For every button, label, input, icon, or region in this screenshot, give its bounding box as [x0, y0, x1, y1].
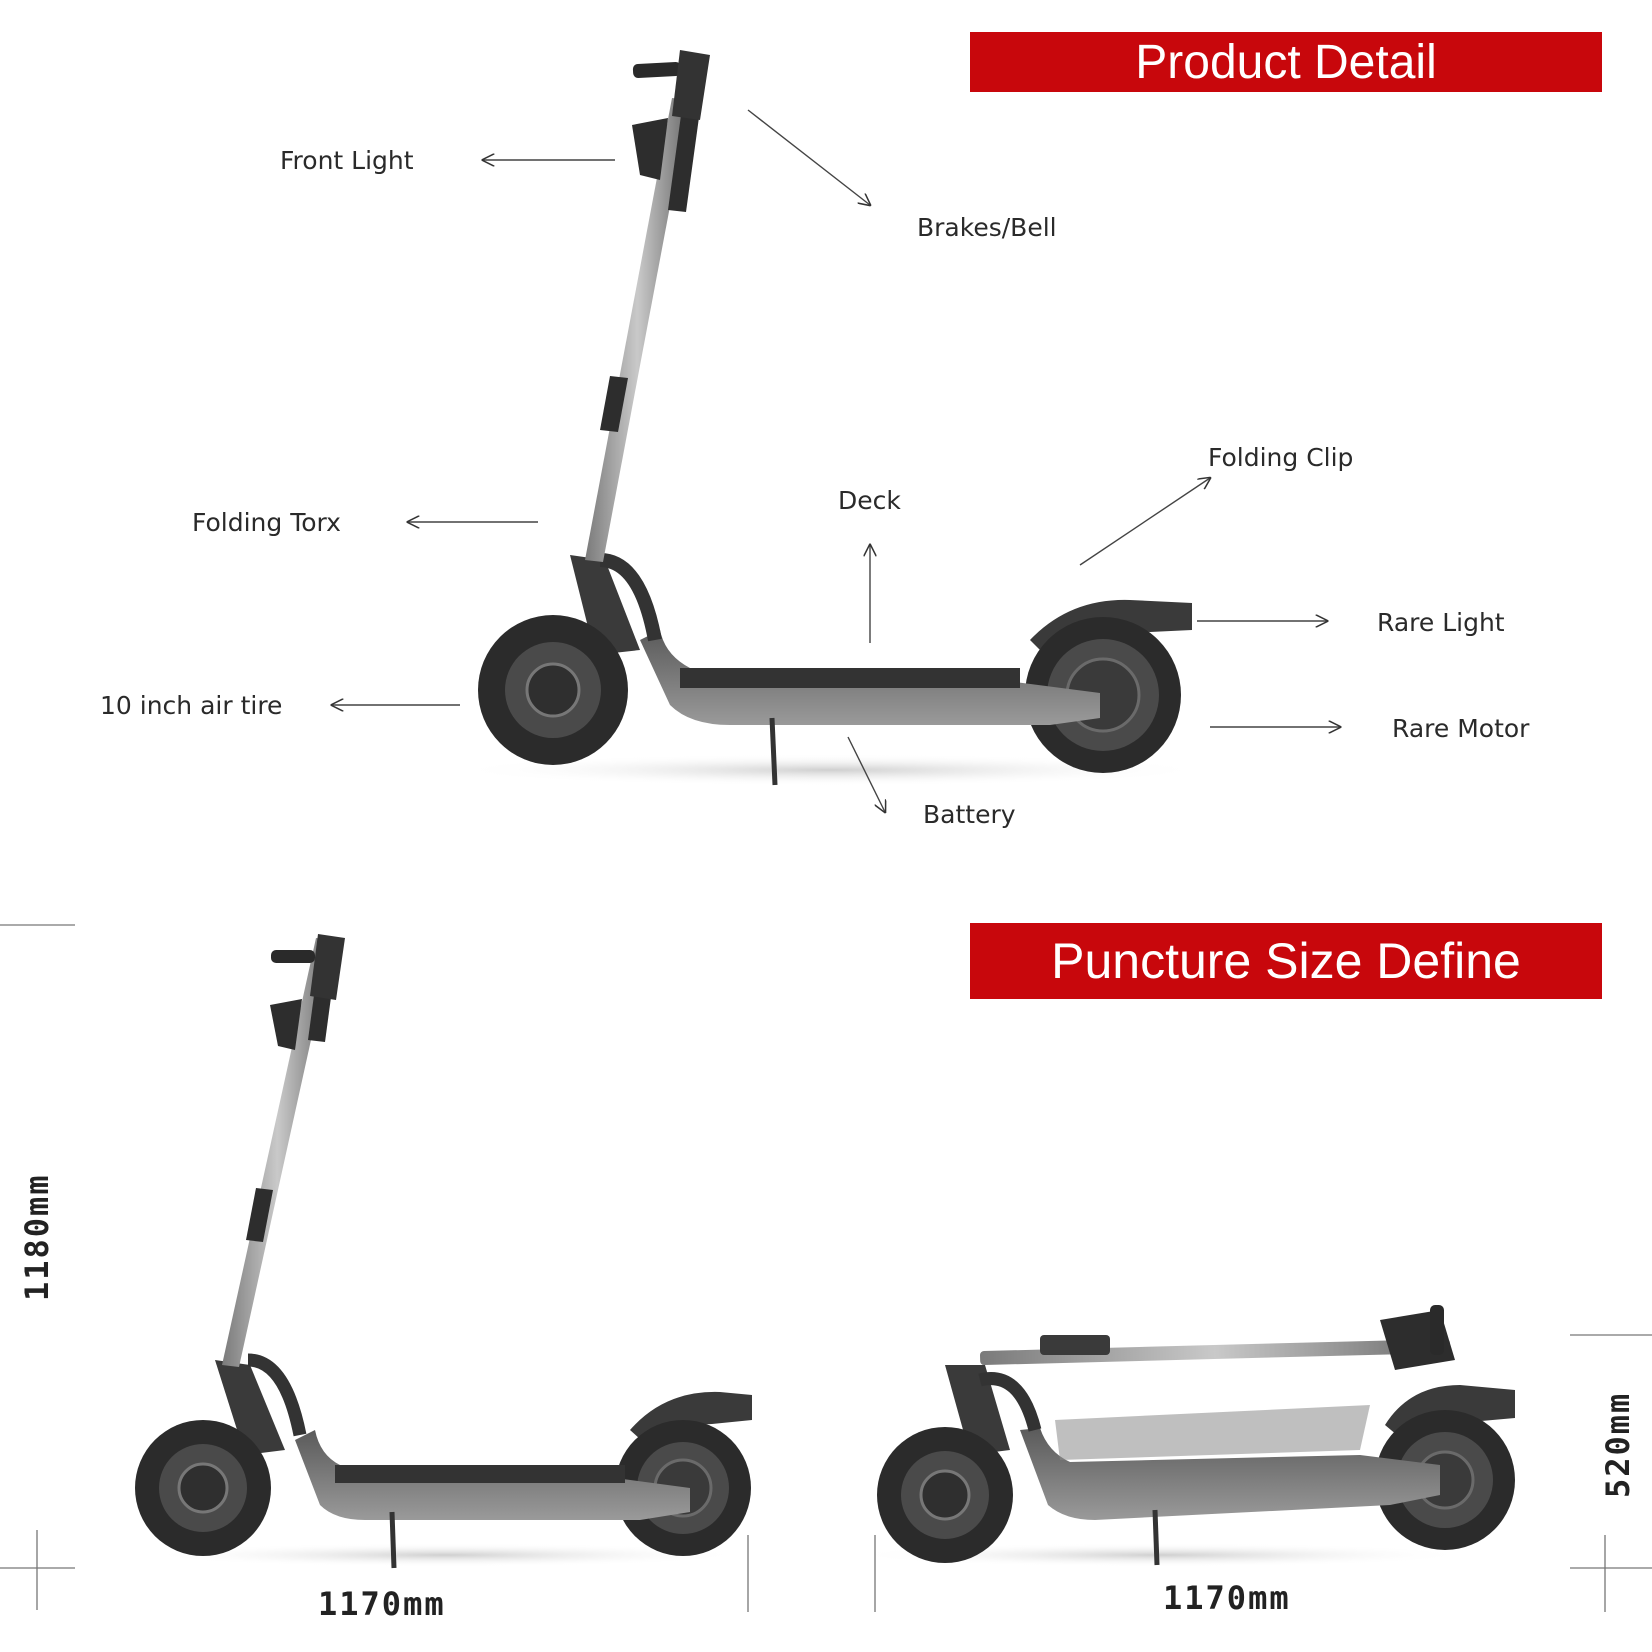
label-air-tire: 10 inch air tire [100, 691, 283, 720]
label-rare-motor: Rare Motor [1392, 714, 1530, 743]
callout-arrows [332, 109, 1340, 812]
dimension-length-folded: 1170mm [1163, 1579, 1291, 1617]
label-folding-torx: Folding Torx [192, 508, 341, 537]
label-deck: Deck [838, 486, 901, 515]
dimension-height-unfolded: 1180mm [18, 1173, 56, 1301]
stem [585, 98, 690, 562]
label-folding-clip: Folding Clip [1208, 443, 1354, 472]
label-battery: Battery [923, 800, 1016, 829]
scooter-unfolded-view [135, 934, 752, 1569]
size-define-title: Puncture Size Define [1051, 933, 1521, 989]
product-detail-banner: Product Detail [970, 32, 1602, 92]
dimension-height-folded: 520mm [1599, 1391, 1637, 1498]
label-rare-light: Rare Light [1377, 608, 1505, 637]
dimension-guides [0, 924, 1652, 1612]
scooter-folded-view [850, 1305, 1515, 1567]
dimension-length-unfolded: 1170mm [318, 1585, 446, 1623]
size-define-banner: Puncture Size Define [970, 923, 1602, 999]
product-detail-title: Product Detail [1135, 35, 1437, 89]
rear-wheel [1025, 617, 1181, 773]
label-brakes-bell: Brakes/Bell [917, 213, 1057, 242]
label-front-light: Front Light [280, 146, 414, 175]
front-wheel [478, 615, 628, 765]
scooter-detail-view [450, 50, 1210, 786]
